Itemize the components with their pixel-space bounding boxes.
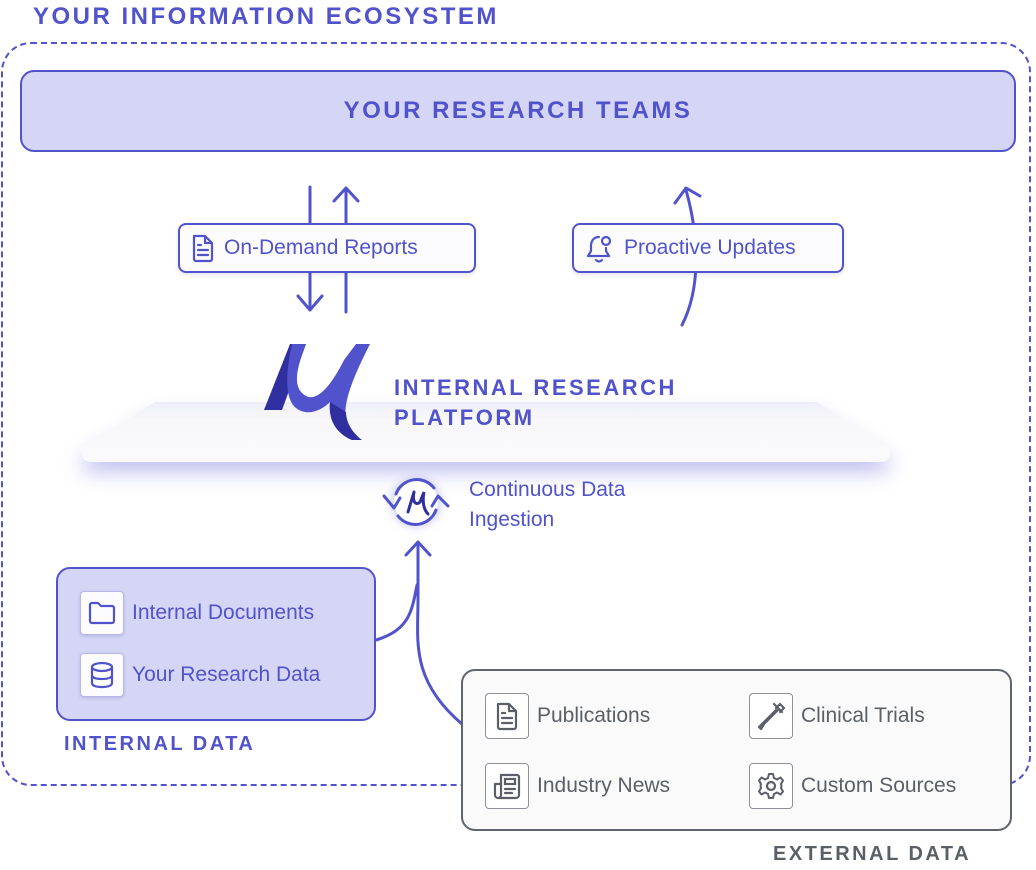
custom-sources-icon-box [749,763,793,809]
document-icon [496,702,518,731]
platform-title: INTERNAL RESEARCH PLATFORM [394,373,677,433]
cycle-mu-icon [382,478,450,526]
internal-documents-label: Internal Documents [132,601,315,624]
research-teams-box: YOUR RESEARCH TEAMS [20,70,1016,152]
internal-item-research-data: Your Research Data [80,653,320,697]
ingest-up-arrow [404,540,464,726]
ingestion-label-line1: Continuous Data [469,478,626,501]
folder-icon [88,601,116,625]
external-data-label: EXTERNAL DATA [773,843,972,865]
mu-logo [264,344,370,440]
bell-icon [586,235,612,263]
proactive-updates-label: Proactive Updates [624,236,796,259]
platform-slab [81,402,891,472]
research-teams-label: YOUR RESEARCH TEAMS [343,97,693,124]
internal-data-box: Internal Documents Your Research Data [56,567,376,721]
ingestion-label-line2: Ingestion [469,508,555,531]
ecosystem-title: YOUR INFORMATION ECOSYSTEM [33,3,499,30]
external-item-clinical-trials: Clinical Trials [749,693,925,739]
custom-sources-label: Custom Sources [801,774,957,797]
proactive-updates-badge: Proactive Updates [572,223,844,273]
publications-icon-box [485,693,529,739]
platform-title-line2: PLATFORM [394,405,535,430]
industry-news-label: Industry News [537,774,671,797]
folder-icon-box [80,591,124,635]
document-icon [192,234,214,263]
database-icon-box [80,653,124,697]
ingestion-label: Continuous Data Ingestion [469,475,625,535]
internal-connector [374,583,419,642]
external-data-box: Publications Clinical Trials Industry Ne… [461,669,1012,831]
external-item-industry-news: Industry News [485,763,670,809]
external-item-custom-sources: Custom Sources [749,763,956,809]
clinical-trials-label: Clinical Trials [801,704,925,727]
publications-label: Publications [537,704,651,727]
external-item-publications: Publications [485,693,650,739]
internal-data-label: INTERNAL DATA [64,733,256,755]
on-demand-reports-label: On-Demand Reports [224,236,418,259]
research-data-label: Your Research Data [132,663,321,686]
platform-title-line1: INTERNAL RESEARCH [394,375,677,400]
gear-icon [758,773,784,799]
industry-news-icon-box [485,763,529,809]
database-icon [90,661,114,689]
clinical-trials-icon-box [749,693,793,739]
newspaper-icon [493,773,521,800]
pipette-icon [757,702,786,731]
internal-item-documents: Internal Documents [80,591,314,635]
on-demand-reports-badge: On-Demand Reports [178,223,476,273]
